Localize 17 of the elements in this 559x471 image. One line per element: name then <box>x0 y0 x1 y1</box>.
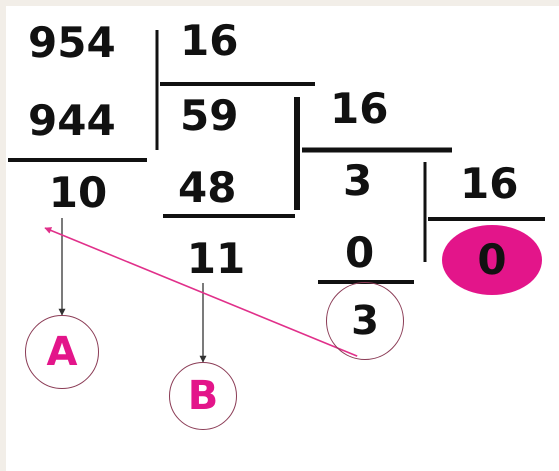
callout-letter: B <box>169 362 237 430</box>
digit-label: 48 <box>178 167 236 209</box>
circled-digit: 3 <box>326 282 404 360</box>
digit-label: 16 <box>330 88 388 130</box>
arrow <box>200 283 206 363</box>
digit-label: 16 <box>460 163 518 205</box>
remainder-number: 11 <box>178 237 254 281</box>
digit-label: 944 <box>28 100 116 142</box>
callout-letter: A <box>25 315 99 389</box>
digit-label: 0 <box>345 232 374 274</box>
digit-label: 3 <box>343 160 372 202</box>
remainder-number: 10 <box>40 170 116 216</box>
digit-label: 16 <box>180 20 238 62</box>
digit-label: 954 <box>28 22 116 64</box>
arrow <box>44 227 358 357</box>
arrow <box>58 218 66 316</box>
digit-label: 59 <box>180 95 238 137</box>
